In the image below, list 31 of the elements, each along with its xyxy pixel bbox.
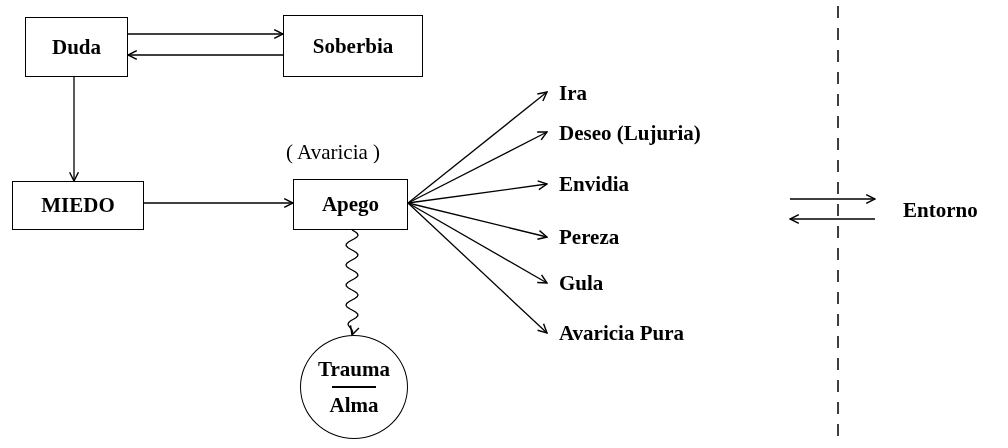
node-label: Gula xyxy=(559,270,604,296)
arrow xyxy=(407,202,548,240)
node-label: Soberbia xyxy=(312,33,394,59)
arrow xyxy=(789,213,876,225)
arrow xyxy=(407,180,548,204)
node-label: Envidia xyxy=(559,171,630,197)
arrow xyxy=(143,197,294,209)
node-label: Alma xyxy=(329,392,379,417)
process-box xyxy=(25,17,128,77)
process-box xyxy=(283,15,423,77)
arrow xyxy=(407,202,548,284)
arrow xyxy=(127,49,284,61)
node-label: Duda xyxy=(52,34,101,60)
node-label: Deseo (Lujuria) xyxy=(559,120,701,146)
process-box xyxy=(293,179,408,230)
arrow xyxy=(407,202,548,334)
arrow xyxy=(68,76,80,182)
arrow xyxy=(407,91,548,204)
node-label: Apego xyxy=(321,192,380,217)
node-label: MIEDO xyxy=(41,193,115,218)
process-box xyxy=(12,181,144,230)
node-label: Entorno xyxy=(903,197,978,223)
wavy-arrow xyxy=(345,229,360,336)
node-label: Ira xyxy=(559,80,587,106)
node-label: Trauma xyxy=(318,357,390,382)
arrow xyxy=(789,193,876,205)
arrow xyxy=(127,28,284,40)
arrow xyxy=(407,131,548,204)
node-label: Avaricia Pura xyxy=(559,320,684,346)
node-annotation: ( Avaricia ) xyxy=(286,140,381,165)
node-label: Pereza xyxy=(559,224,620,250)
